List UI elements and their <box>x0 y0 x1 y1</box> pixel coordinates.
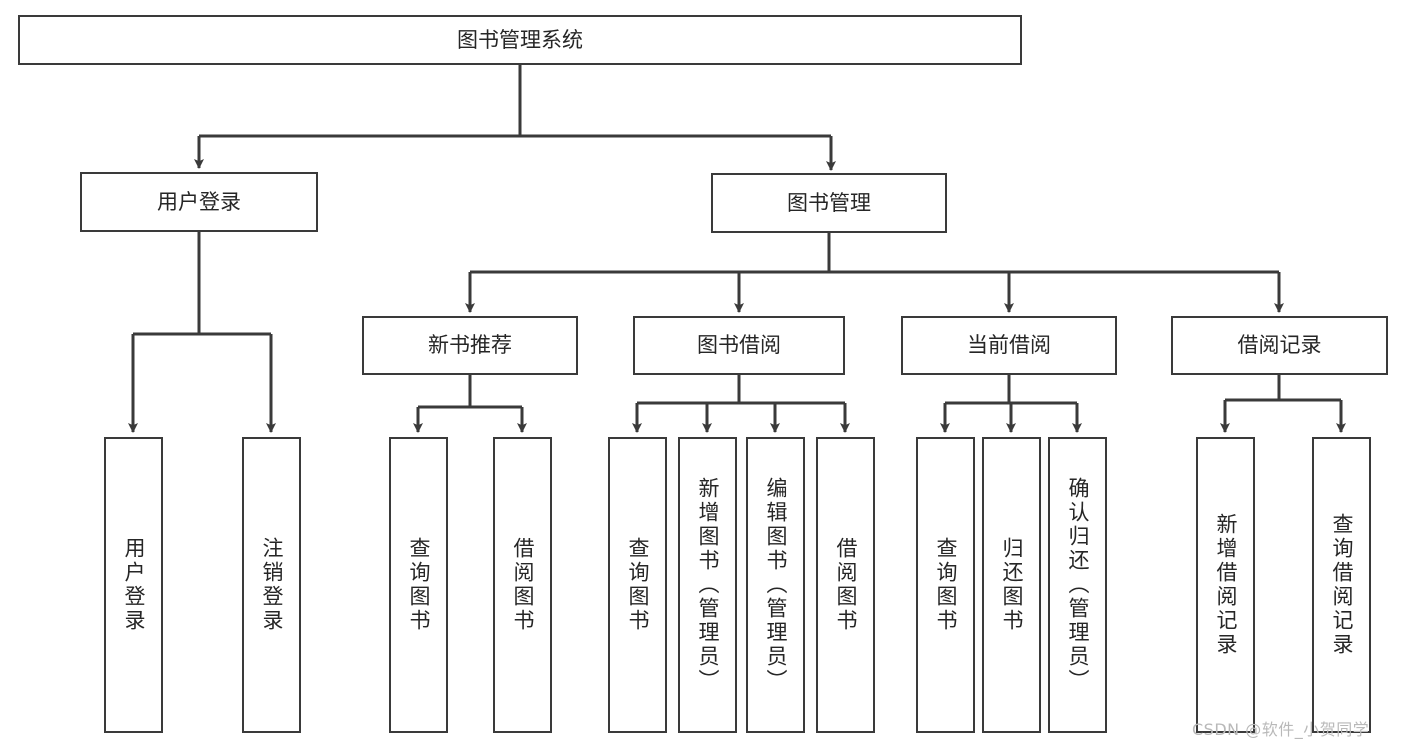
node-leaf-borrow-book-2[interactable]: 借阅图书 <box>816 437 875 733</box>
node-user-login[interactable]: 用户登录 <box>80 172 318 232</box>
node-leaf-return-book[interactable]: 归还图书 <box>982 437 1041 733</box>
node-new-book-recommend[interactable]: 新书推荐 <box>362 316 578 375</box>
node-root-label: 图书管理系统 <box>457 27 583 52</box>
node-leaf-query-book-3-label: 查询图书 <box>934 537 958 633</box>
node-borrow-record-label: 借阅记录 <box>1237 333 1322 358</box>
node-leaf-return-book-label: 归还图书 <box>1000 537 1024 633</box>
node-leaf-query-book-1-label: 查询图书 <box>407 537 431 633</box>
node-leaf-query-book-2[interactable]: 查询图书 <box>608 437 667 733</box>
node-new-book-recommend-label: 新书推荐 <box>428 333 512 358</box>
node-book-manage[interactable]: 图书管理 <box>711 173 947 233</box>
node-root[interactable]: 图书管理系统 <box>18 15 1022 65</box>
node-leaf-edit-book-admin[interactable]: 编辑图书（管理员） <box>746 437 805 733</box>
node-book-borrow[interactable]: 图书借阅 <box>633 316 845 375</box>
node-user-login-label: 用户登录 <box>157 189 241 214</box>
node-leaf-query-borrow-record-label: 查询借阅记录 <box>1330 513 1354 657</box>
node-leaf-query-book-3[interactable]: 查询图书 <box>916 437 975 733</box>
node-leaf-add-borrow-record-label: 新增借阅记录 <box>1214 513 1238 657</box>
node-leaf-confirm-return-admin-label: 确认归还（管理员） <box>1066 477 1090 693</box>
node-current-borrow[interactable]: 当前借阅 <box>901 316 1117 375</box>
node-leaf-query-book-2-label: 查询图书 <box>626 537 650 633</box>
node-leaf-query-book-1[interactable]: 查询图书 <box>389 437 448 733</box>
node-leaf-logout-login-label: 注销登录 <box>260 537 284 633</box>
node-leaf-borrow-book-2-label: 借阅图书 <box>834 537 858 633</box>
node-leaf-add-borrow-record[interactable]: 新增借阅记录 <box>1196 437 1255 733</box>
csdn-watermark: CSDN @软件_小贺同学 <box>1192 720 1370 739</box>
node-leaf-borrow-book-1-label: 借阅图书 <box>511 537 535 633</box>
node-leaf-user-login-label: 用户登录 <box>122 537 146 633</box>
node-leaf-add-book-admin-label: 新增图书（管理员） <box>696 477 720 693</box>
node-current-borrow-label: 当前借阅 <box>967 333 1051 358</box>
node-leaf-confirm-return-admin[interactable]: 确认归还（管理员） <box>1048 437 1107 733</box>
node-leaf-edit-book-admin-label: 编辑图书（管理员） <box>764 477 788 693</box>
node-leaf-logout-login[interactable]: 注销登录 <box>242 437 301 733</box>
node-leaf-borrow-book-1[interactable]: 借阅图书 <box>493 437 552 733</box>
node-leaf-add-book-admin[interactable]: 新增图书（管理员） <box>678 437 737 733</box>
node-book-manage-label: 图书管理 <box>787 190 871 215</box>
node-leaf-user-login[interactable]: 用户登录 <box>104 437 163 733</box>
node-borrow-record[interactable]: 借阅记录 <box>1171 316 1388 375</box>
node-book-borrow-label: 图书借阅 <box>697 333 781 358</box>
node-leaf-query-borrow-record[interactable]: 查询借阅记录 <box>1312 437 1371 733</box>
